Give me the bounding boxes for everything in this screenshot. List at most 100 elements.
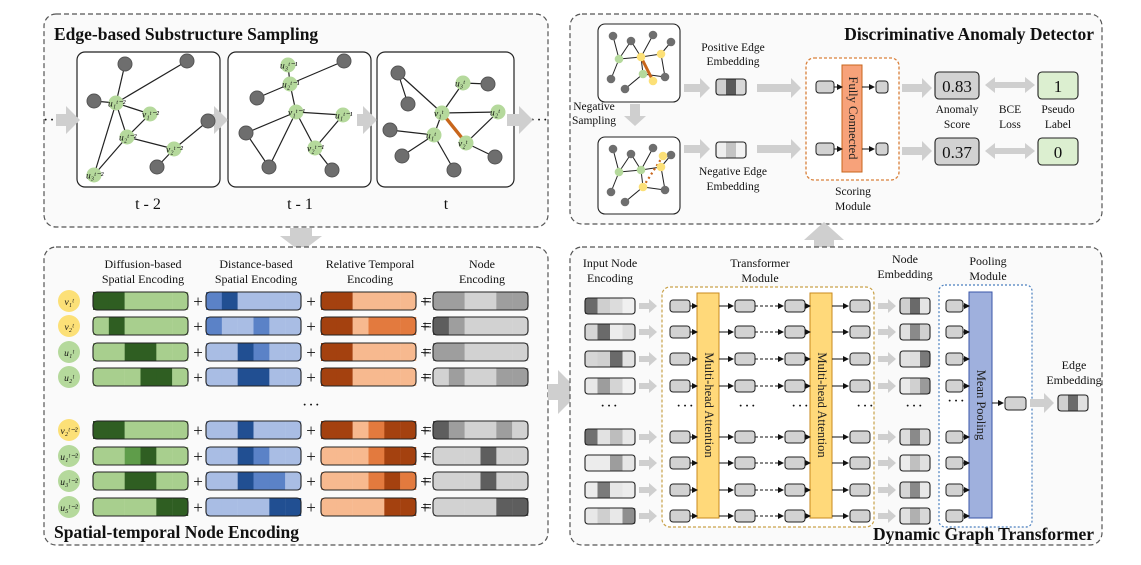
bce-double-arrow bbox=[985, 143, 1035, 159]
bar-cell bbox=[512, 343, 529, 361]
bar-cell bbox=[512, 317, 529, 335]
bar-cell bbox=[597, 429, 611, 445]
distance-encoding-bar bbox=[205, 342, 302, 362]
graph-node bbox=[86, 93, 102, 109]
bar-cell bbox=[433, 498, 450, 516]
bar-cell bbox=[464, 498, 481, 516]
bar-cell bbox=[221, 317, 238, 335]
graph-edge bbox=[268, 111, 297, 168]
bar-outline bbox=[205, 446, 302, 466]
bar-outline bbox=[899, 377, 931, 395]
bar-cell bbox=[206, 472, 223, 490]
bar-cell bbox=[585, 429, 598, 445]
bar-cell bbox=[496, 447, 513, 465]
bar-outline bbox=[320, 316, 417, 336]
bar-cell bbox=[464, 421, 481, 439]
bar-cell bbox=[269, 368, 286, 386]
graph-node-u1 bbox=[426, 127, 442, 143]
node-embedding-bar bbox=[899, 507, 931, 525]
temporal-encoding-bar bbox=[320, 367, 417, 387]
attention-label-2: Multi-head Attention bbox=[815, 352, 829, 458]
mini-node bbox=[648, 30, 658, 40]
bar-cell bbox=[321, 368, 338, 386]
bar-cell bbox=[253, 343, 270, 361]
bar-cell bbox=[900, 351, 911, 367]
transformer-panel: Dynamic Graph Transformer Input Node Enc… bbox=[569, 246, 1103, 546]
bar-cell bbox=[464, 447, 481, 465]
pooling-unit bbox=[945, 299, 964, 313]
temporal-encoding-bar bbox=[320, 497, 417, 517]
bar-cell bbox=[585, 351, 598, 367]
row-node-1 bbox=[58, 315, 80, 337]
bar-cell bbox=[93, 498, 110, 516]
edge-embedding-label-line2: Embedding bbox=[1046, 373, 1101, 387]
bar-cell bbox=[433, 421, 450, 439]
bar-cell bbox=[597, 508, 611, 524]
node-label-u3: u₃ᵗ⁻¹ bbox=[280, 62, 298, 72]
temporal-encoding-bar bbox=[320, 420, 417, 440]
plus-sign: + bbox=[306, 472, 316, 491]
input-arrow bbox=[639, 299, 657, 313]
bar-cell bbox=[597, 482, 611, 498]
token-unit bbox=[669, 483, 691, 497]
bar-outline bbox=[899, 454, 931, 472]
bar-cell bbox=[206, 317, 223, 335]
graph-edge bbox=[126, 136, 175, 150]
bar-cell bbox=[496, 343, 513, 361]
plus-sign: + bbox=[306, 447, 316, 466]
bar-cell bbox=[448, 498, 465, 516]
bar-outline bbox=[432, 316, 529, 336]
output-arrow bbox=[878, 509, 896, 523]
mini-node bbox=[620, 84, 630, 94]
distance-encoding-bar bbox=[205, 420, 302, 440]
mini-node bbox=[608, 31, 618, 41]
bar-outline bbox=[92, 497, 189, 517]
flow-arrow bbox=[56, 106, 80, 134]
bar-outline bbox=[205, 316, 302, 336]
bar-cell bbox=[237, 292, 254, 310]
bar-outline bbox=[899, 350, 931, 368]
pooling-unit bbox=[945, 483, 964, 497]
bar-cell bbox=[93, 368, 110, 386]
negative-edge-label-line1: Negative Edge bbox=[699, 166, 767, 178]
bar-cell bbox=[285, 317, 302, 335]
graph-node bbox=[480, 76, 496, 92]
equals-sign: = bbox=[422, 291, 432, 310]
bce-loss-line2: Loss bbox=[999, 119, 1021, 131]
bar-cell bbox=[384, 447, 401, 465]
graph-edge bbox=[441, 111, 499, 114]
node-embedding-label-line1: Node bbox=[892, 252, 918, 266]
sampling-title: Edge-based Substructure Sampling bbox=[54, 24, 318, 44]
bar-outline bbox=[432, 342, 529, 362]
anomaly-score-low-box bbox=[934, 137, 980, 166]
scoring-module-line1: Scoring bbox=[835, 186, 871, 198]
bar-outline bbox=[584, 350, 636, 368]
bar-cell bbox=[448, 368, 465, 386]
bar-outline bbox=[205, 367, 302, 387]
bar-cell bbox=[124, 368, 141, 386]
bar-cell bbox=[512, 447, 529, 465]
bar-cell bbox=[464, 317, 481, 335]
pooling-unit bbox=[945, 430, 964, 444]
input-arrow bbox=[639, 483, 657, 497]
bar-cell bbox=[464, 472, 481, 490]
negative-edge-label-line2: Embedding bbox=[706, 181, 759, 193]
distance-encoding-bar bbox=[205, 471, 302, 491]
fully-connected-block bbox=[841, 64, 863, 173]
bar-cell bbox=[1078, 395, 1089, 411]
bar-cell bbox=[496, 292, 513, 310]
bar-cell bbox=[610, 429, 623, 445]
plus-sign: + bbox=[193, 421, 203, 440]
node-label-u2: u₂ᵗ⁻² bbox=[119, 134, 137, 144]
bar-outline bbox=[92, 471, 189, 491]
bar-cell bbox=[269, 472, 286, 490]
bar-outline bbox=[715, 141, 747, 159]
transformer-module-line2: Module bbox=[741, 271, 778, 285]
anomaly-score-high: 0.83 bbox=[942, 77, 972, 96]
input-arrow bbox=[639, 430, 657, 444]
bar-outline bbox=[899, 297, 931, 315]
mini-node bbox=[626, 149, 636, 159]
bar-cell bbox=[206, 498, 223, 516]
plus-sign: + bbox=[420, 368, 430, 387]
bar-cell bbox=[237, 472, 254, 490]
